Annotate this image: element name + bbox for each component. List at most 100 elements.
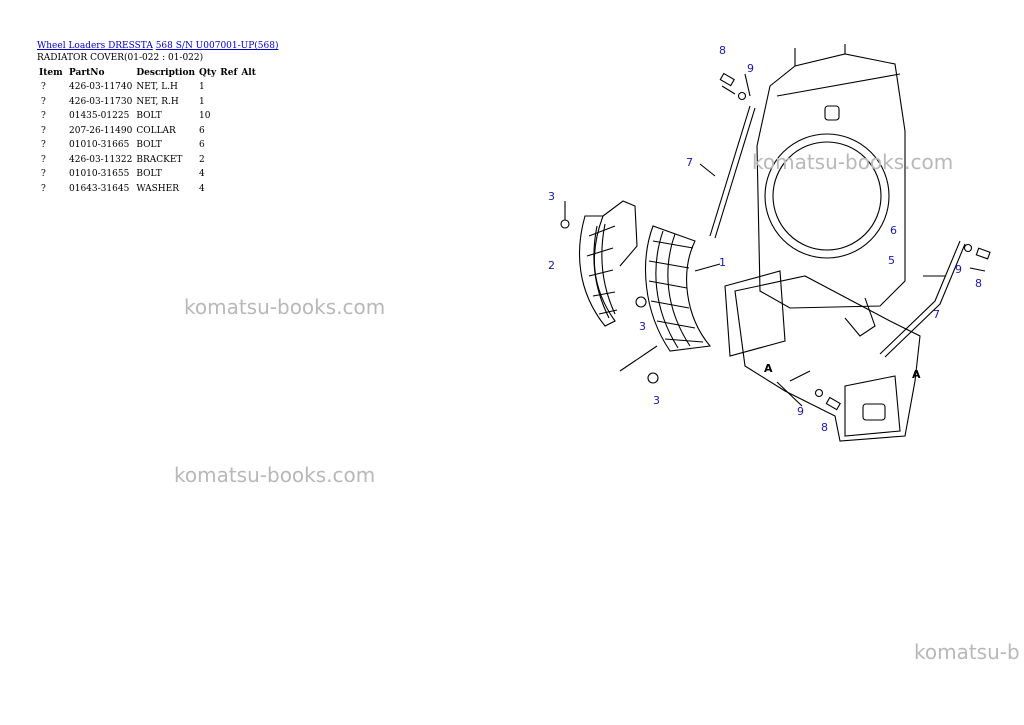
cell-alt (239, 153, 258, 168)
cell-item: ? (41, 154, 46, 165)
table-row: ? 207-26-11490 COLLAR 6 (37, 124, 258, 139)
cell-partno: 01643-31645 (69, 183, 130, 194)
callout-6: 6 (890, 224, 897, 237)
cell-description: NET, L.H (136, 82, 178, 93)
washer-icon (814, 388, 824, 398)
view-marker-a: A (912, 368, 921, 381)
watermark: komatsu-books.com (184, 295, 386, 319)
cell-qty: 4 (199, 183, 205, 194)
callout-8: 8 (975, 277, 982, 290)
cell-partno: 01010-31655 (69, 169, 130, 180)
cell-ref (218, 124, 239, 139)
bolt-icon (635, 296, 647, 308)
cell-alt (239, 80, 258, 95)
stay-rod-upper (709, 105, 751, 237)
table-row: ? 01010-31665 BOLT 6 (37, 138, 258, 153)
callout-3: 3 (639, 320, 646, 333)
table-row: ? 426-03-11740 NET, L.H 1 (37, 80, 258, 95)
net-right (645, 225, 712, 352)
cell-alt (239, 167, 258, 182)
washer-icon (963, 243, 973, 253)
table-row: ? 01010-31655 BOLT 4 (37, 167, 258, 182)
parts-table: Item PartNo Description Qty Ref Alt ? 42… (37, 65, 258, 196)
cell-item: ? (41, 96, 46, 107)
callout-3: 3 (548, 190, 555, 203)
cell-qty: 2 (199, 154, 205, 165)
cell-ref (218, 182, 239, 197)
bolt-icon (825, 396, 841, 411)
cell-description: BRACKET (136, 154, 183, 165)
cell-ref (218, 167, 239, 182)
washer-icon (737, 91, 747, 101)
callout-7: 7 (933, 308, 940, 321)
cell-alt (239, 182, 258, 197)
bracket-left (724, 270, 786, 357)
breadcrumb-link-model[interactable]: Wheel Loaders DRESSTA (37, 41, 153, 51)
cell-description: BOLT (136, 140, 162, 151)
radiator-body (756, 53, 906, 309)
table-row: ? 01435-01225 BOLT 10 (37, 109, 258, 124)
bolt-icon (560, 219, 570, 229)
cell-alt (239, 138, 258, 153)
cell-description: NET, R.H (136, 96, 179, 107)
breadcrumb-link-serial[interactable]: 568 S/N U007001-UP(568) (155, 41, 279, 51)
table-row: ? 01643-31645 WASHER 4 (37, 182, 258, 197)
fan-shroud-opening (764, 133, 890, 259)
cell-item: ? (41, 140, 46, 151)
stay-rod-lower (879, 240, 961, 355)
cell-ref (218, 109, 239, 124)
callout-8: 8 (821, 421, 828, 434)
callout-2: 2 (548, 259, 555, 272)
table-row: ? 426-03-11322 BRACKET 2 (37, 153, 258, 168)
cell-partno: 426-03-11730 (69, 96, 133, 107)
cell-partno: 01010-31665 (69, 140, 130, 151)
view-marker-a: A (764, 362, 773, 375)
table-row: ? 426-03-11730 NET, R.H 1 (37, 95, 258, 110)
cell-item: ? (41, 183, 46, 194)
watermark: komatsu-books.com (174, 463, 376, 487)
cell-item: ? (41, 169, 46, 180)
callout-7: 7 (686, 156, 693, 169)
cell-alt (239, 124, 258, 139)
header-ref: Ref (220, 67, 238, 78)
cell-qty: 1 (199, 96, 205, 107)
watermark: komatsu-b (914, 640, 1020, 664)
table-header-row: Item PartNo Description Qty Ref Alt (37, 65, 258, 80)
callout-9: 9 (797, 405, 804, 418)
cell-qty: 1 (199, 82, 205, 93)
cell-item: ? (41, 125, 46, 136)
cell-alt (239, 109, 258, 124)
callout-5: 5 (888, 254, 895, 267)
cell-description: COLLAR (136, 125, 176, 136)
cell-ref (218, 153, 239, 168)
lower-frame (734, 275, 921, 442)
cell-item: ? (41, 82, 46, 93)
cell-partno: 01435-01225 (69, 111, 130, 122)
breadcrumb: Wheel Loaders DRESSTA 568 S/N U007001-UP… (37, 40, 279, 52)
cell-partno: 207-26-11490 (69, 125, 133, 136)
cell-description: BOLT (136, 111, 162, 122)
bolt-icon (647, 372, 659, 384)
callout-9: 9 (747, 62, 754, 75)
cell-description: WASHER (136, 183, 180, 194)
cell-ref (218, 95, 239, 110)
watermark: komatsu-books.com (752, 150, 954, 174)
cell-qty: 10 (199, 111, 211, 122)
cell-qty: 4 (199, 169, 205, 180)
cell-description: BOLT (136, 169, 162, 180)
callout-3: 3 (653, 394, 660, 407)
cell-alt (239, 95, 258, 110)
cell-qty: 6 (199, 125, 205, 136)
cell-ref (218, 138, 239, 153)
cell-partno: 426-03-11740 (69, 82, 133, 93)
cell-ref (218, 80, 239, 95)
net-left (578, 215, 616, 327)
header-description: Description (136, 67, 195, 78)
header-partno: PartNo (69, 67, 105, 78)
header-item: Item (39, 67, 63, 78)
cell-item: ? (41, 111, 46, 122)
header-alt: Alt (241, 67, 256, 78)
bolt-icon (719, 72, 735, 87)
callout-1: 1 (719, 256, 726, 269)
callout-9: 9 (955, 263, 962, 276)
